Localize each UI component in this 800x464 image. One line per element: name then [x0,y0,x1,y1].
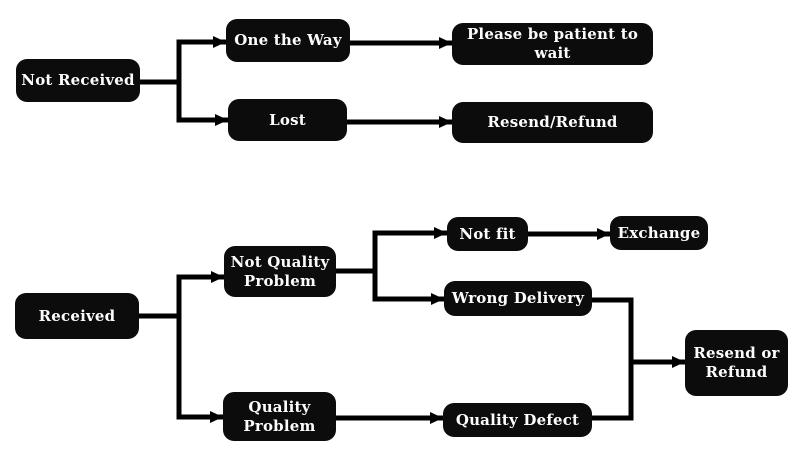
node-quality-problem: Quality Problem [223,392,336,441]
node-resend-or-refund: Resend or Refund [685,330,788,396]
node-quality-defect: Quality Defect [443,403,592,437]
node-not-fit: Not fit [447,217,528,251]
node-please-be-patient: Please be patient to wait [452,23,653,65]
node-not-quality-problem: Not Quality Problem [224,246,336,297]
node-exchange: Exchange [610,216,708,250]
node-not-received: Not Received [16,59,140,102]
node-one-the-way: One the Way [226,19,350,62]
node-resend-refund: Resend/Refund [452,102,653,143]
node-wrong-delivery: Wrong Delivery [444,281,592,316]
node-received: Received [15,293,139,339]
node-lost: Lost [228,99,347,141]
